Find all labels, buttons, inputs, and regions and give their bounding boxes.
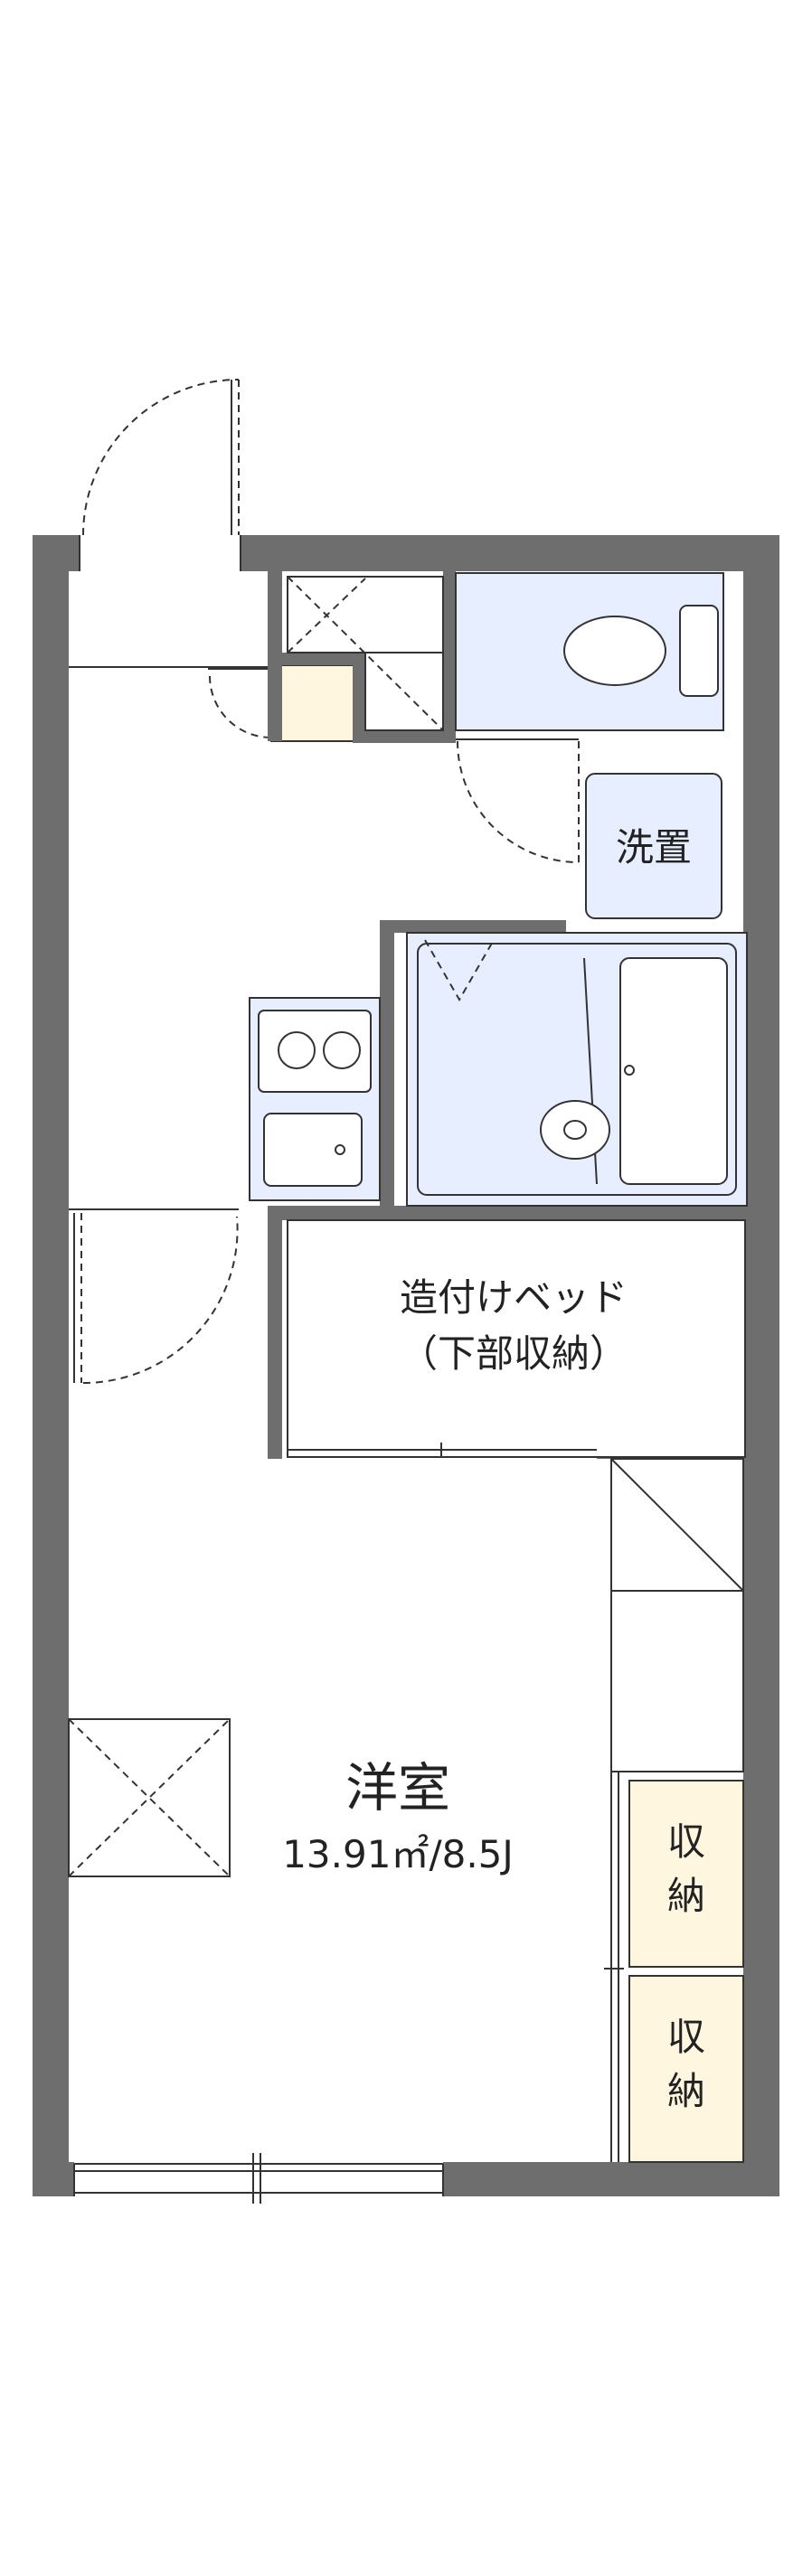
toilet-room: [455, 572, 724, 731]
balcony-window[interactable]: [73, 2153, 444, 2204]
washer-space: 洗置: [585, 773, 722, 919]
washer-label: 洗置: [616, 825, 692, 870]
kitchen: [249, 997, 381, 1201]
hall-door[interactable]: [208, 668, 272, 738]
toilet-door[interactable]: [456, 738, 580, 863]
built-in-bed: 造付けベッド （下部収納）: [287, 1219, 746, 1458]
interior-walls: [268, 569, 747, 1459]
entrance-door[interactable]: [82, 379, 240, 536]
room-window-left: [68, 1718, 231, 1877]
western-room-name: 洋室: [345, 1757, 450, 1819]
storage-2-label-1: 収: [667, 2015, 705, 2059]
built-in-bed-label-1: 造付けベッド: [400, 1275, 628, 1320]
storage-2-label-2: 納: [667, 2069, 705, 2113]
storage-1-label-1: 収: [667, 1819, 705, 1864]
entrance-opening: [80, 533, 241, 573]
western-room-area: 13.91㎡/8.5J: [282, 1832, 514, 1876]
right-storage: [604, 1458, 744, 2163]
storage-1-label-2: 納: [667, 1874, 705, 1918]
built-in-bed-label-2: （下部収納）: [400, 1331, 628, 1376]
pipe-shaft: [287, 576, 444, 731]
room-door[interactable]: [69, 1208, 239, 1385]
bathroom: [406, 932, 748, 1207]
shoe-box: [270, 664, 359, 742]
